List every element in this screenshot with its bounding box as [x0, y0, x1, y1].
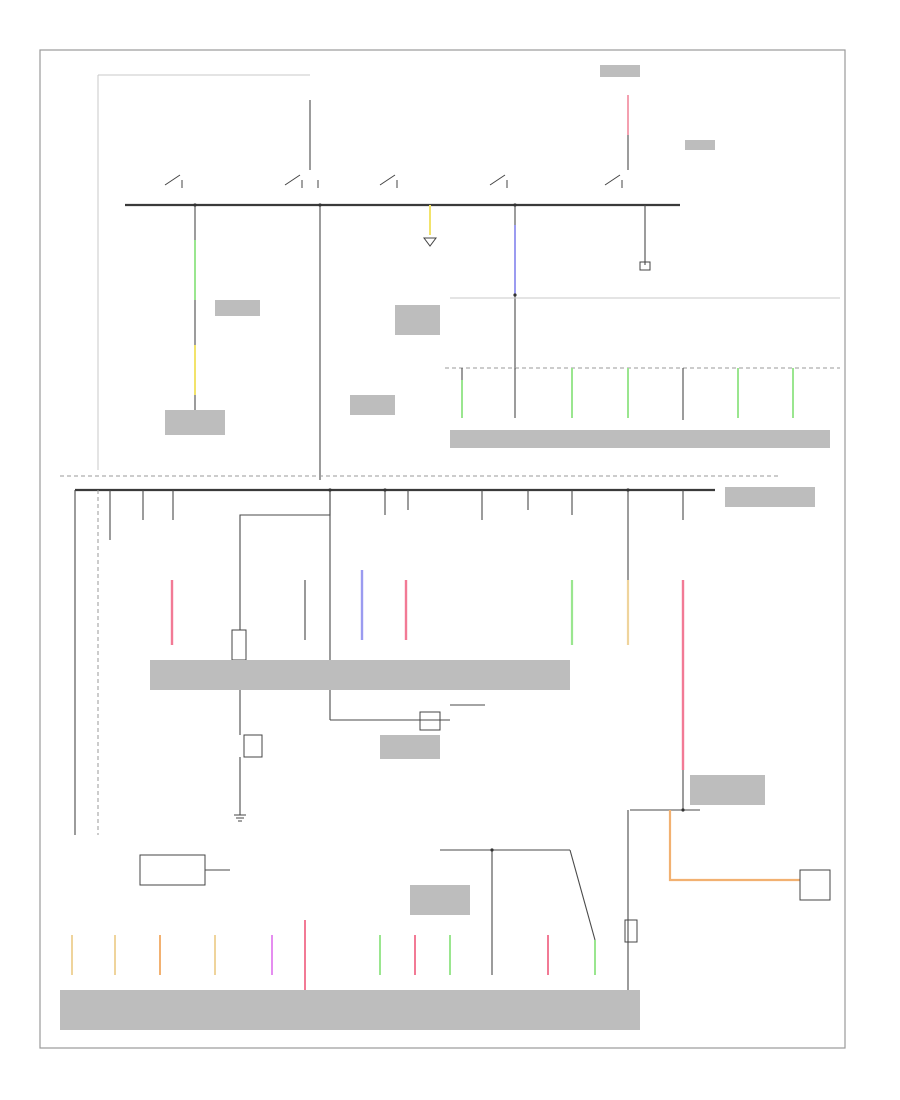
- orange-wire-1: [668, 810, 800, 882]
- switch-icon: [604, 174, 623, 188]
- label-block: [150, 660, 570, 690]
- splice-dot: [490, 848, 494, 852]
- label-block: [685, 140, 715, 150]
- switch-icon: [489, 174, 508, 188]
- illegible-labels: [60, 65, 830, 1030]
- splice-dot: [193, 203, 197, 207]
- label-block: [60, 990, 640, 1030]
- ground-icon: [234, 814, 246, 822]
- connector-icon: [799, 869, 831, 901]
- splice-dot: [318, 203, 322, 207]
- relay-icon: [231, 629, 247, 661]
- label-block: [215, 300, 260, 316]
- relay-icon: [139, 854, 206, 886]
- branch-wire: [239, 490, 331, 630]
- relay-icon: [624, 919, 638, 943]
- switch-icon: [379, 174, 398, 188]
- splice-dot: [328, 488, 332, 492]
- splice-dots: [193, 203, 685, 852]
- splice-dot: [681, 808, 685, 812]
- label-block: [690, 775, 765, 805]
- switch-icon: [284, 174, 319, 188]
- label-block: [450, 430, 830, 448]
- relay-icon: [419, 711, 441, 731]
- label-block: [725, 487, 815, 507]
- splice-dot: [513, 293, 517, 297]
- label-block: [395, 305, 440, 335]
- switch-icon: [164, 174, 183, 188]
- bottom-row-group: [71, 850, 596, 1010]
- label-block: [380, 735, 440, 759]
- diagram-frame: [39, 49, 846, 1049]
- lower-branch-group: [109, 490, 685, 815]
- label-block: [600, 65, 640, 77]
- splice-dot: [513, 203, 517, 207]
- upper-branch-group: [461, 368, 794, 420]
- label-block: [350, 395, 395, 415]
- ignition-switch-group: [164, 174, 623, 188]
- ground-icon: [423, 237, 437, 247]
- relay-icon: [243, 734, 263, 758]
- ground-symbols: [234, 814, 634, 1017]
- splice-dot: [626, 488, 630, 492]
- lower-feed-wire-2: [569, 849, 596, 941]
- splice-dot: [383, 488, 387, 492]
- label-block: [410, 885, 470, 915]
- label-block: [165, 410, 225, 435]
- relay-icon: [639, 261, 651, 271]
